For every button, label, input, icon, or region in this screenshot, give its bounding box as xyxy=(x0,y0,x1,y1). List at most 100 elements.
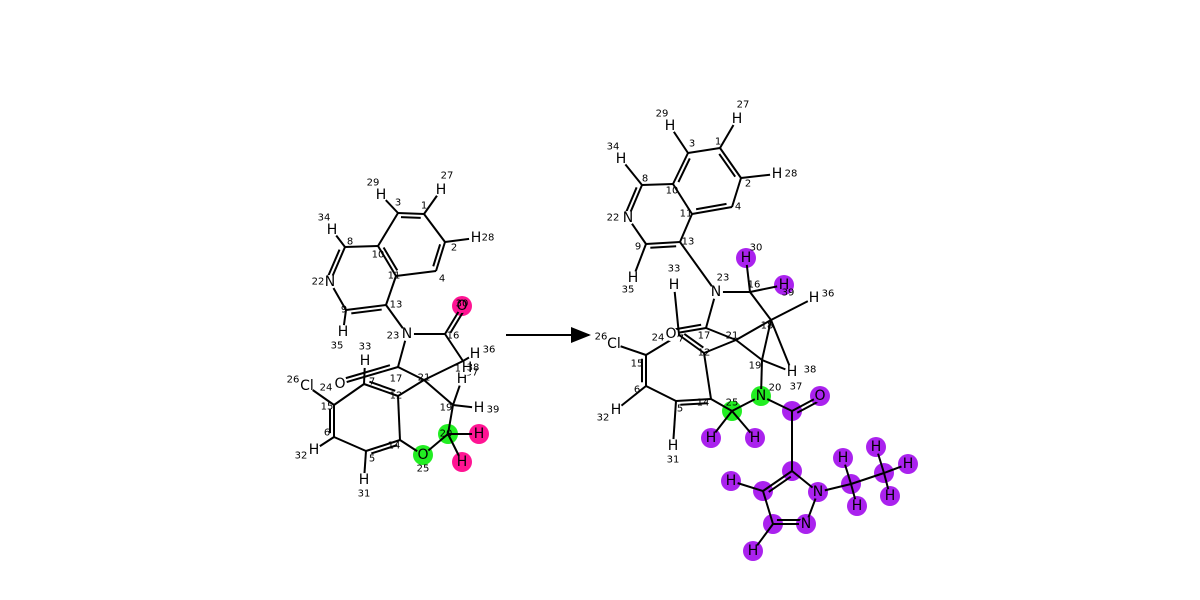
product-bond-22 xyxy=(678,333,705,354)
product-label-bg-r38 xyxy=(785,365,799,379)
reactant-label-bg-l37 xyxy=(455,372,469,386)
product-label-bg-r29 xyxy=(663,119,677,133)
reactant-atom-l32: H xyxy=(309,442,320,458)
reactant-label-bg-l34 xyxy=(325,223,339,237)
reactant-bond-6 xyxy=(397,212,425,219)
reactant-atom-index-l28: 28 xyxy=(482,233,495,244)
product-atom-index-r15: 15 xyxy=(631,359,644,370)
reactant-bond-2 xyxy=(432,241,446,272)
reactant-label-bg-l38 xyxy=(460,361,474,375)
reactant-atom-l34: H xyxy=(327,222,338,238)
product-atom-rhd: H xyxy=(748,543,759,559)
product-bond-21 xyxy=(703,339,737,354)
product-label-bg-r32 xyxy=(609,403,623,417)
product-atom-index-r36: 36 xyxy=(822,289,835,300)
product-atom-index-r31: 31 xyxy=(667,455,680,466)
reactant-atom-index-l20: 20 xyxy=(440,429,453,440)
reactant-atom-index-l22: 22 xyxy=(312,277,325,288)
product-atom-index-r38: 38 xyxy=(804,365,817,376)
reactant-atom-l26: Cl xyxy=(300,378,314,394)
product-atom-rhe2: H xyxy=(852,498,863,514)
product-atom-rnb: N xyxy=(801,516,811,532)
reactant-atom-index-l32: 32 xyxy=(295,451,308,462)
product-atom-index-r19: 19 xyxy=(749,361,762,372)
reactant-atom-index-l16: 16 xyxy=(447,331,460,342)
reactant-label-bg-l32 xyxy=(307,443,321,457)
product-label-bg-rh25b xyxy=(748,431,762,445)
product-atom-rhc: H xyxy=(726,473,737,489)
product-atom-rna: N xyxy=(813,484,823,500)
product-atom-index-r30: 30 xyxy=(750,243,763,254)
product-bond-7 xyxy=(641,183,674,186)
reactant-label-bg-l33 xyxy=(358,354,372,368)
product-atom-index-r8: 8 xyxy=(642,174,648,185)
reactant-atom-index-l37: 37 xyxy=(466,368,479,379)
product-atom-roa: O xyxy=(814,388,825,404)
reactant-atom-l27: H xyxy=(436,182,447,198)
product-atom-index-r32: 32 xyxy=(597,413,610,424)
reactant-bond-22 xyxy=(333,383,365,406)
product-atom-r24: O xyxy=(665,326,676,342)
product-label-bg-r33 xyxy=(667,278,681,292)
product-atom-index-r33: 33 xyxy=(668,264,681,275)
reactant-bond-4 xyxy=(377,245,399,277)
product-label-bg-r24 xyxy=(664,327,678,341)
product-label-bg-r23 xyxy=(709,285,723,299)
reactant-atom-l37: H xyxy=(457,371,468,387)
product-label-bg-r20 xyxy=(754,389,768,403)
reactant-atom-lha: H xyxy=(474,426,485,442)
reactant-atom-index-l19: 19 xyxy=(440,403,453,414)
reactant-label-bg-l27 xyxy=(434,183,448,197)
product-bond-60 xyxy=(850,472,885,485)
reactant-bond-19 xyxy=(339,364,399,385)
product-atom-index-r1: 1 xyxy=(715,137,721,148)
product-atom-index-r3: 3 xyxy=(689,139,695,150)
product-atom-index-r10: 10 xyxy=(666,186,679,197)
product-atom-r27: H xyxy=(732,111,743,127)
product-label-bg-r27 xyxy=(730,112,744,126)
product-label-bg-r30 xyxy=(739,251,753,265)
reactant-atom-index-l15: 15 xyxy=(321,402,334,413)
reactant-atom-index-l9: 9 xyxy=(341,305,347,316)
product-atom-index-r7: 7 xyxy=(678,334,684,345)
reactant-bond-1 xyxy=(423,213,446,243)
reactant-atom-index-l8: 8 xyxy=(347,237,353,248)
product-bond-10 xyxy=(645,241,681,249)
product-label-bg-rhe1 xyxy=(836,451,850,465)
product-atom-index-r16: 16 xyxy=(748,280,761,291)
reactant-atom-l33: H xyxy=(360,353,371,369)
product-atom-r33: H xyxy=(669,277,680,293)
product-atom-index-r13: 13 xyxy=(682,237,695,248)
product-atom-index-r17: 17 xyxy=(698,331,711,342)
product-atom-r23: N xyxy=(711,284,721,300)
reactant-atom-index-l4: 4 xyxy=(439,274,445,285)
reactant-atom-index-l39: 39 xyxy=(487,405,500,416)
reactant-atom-index-l23: 23 xyxy=(387,331,400,342)
product-atom-index-r24: 24 xyxy=(652,333,665,344)
reactant-label-bg-l25 xyxy=(416,448,430,462)
product-atom-r29: H xyxy=(665,118,676,134)
reactant-atom-l28: H xyxy=(471,230,482,246)
product-atom-index-r18: 18 xyxy=(761,321,774,332)
reactant-label-bg-l23 xyxy=(400,327,414,341)
reactant-bond-30 xyxy=(423,379,454,406)
reactant-atom-index-l35: 35 xyxy=(331,341,344,352)
product-bond-17 xyxy=(749,291,772,321)
reactant-atom-index-l10: 10 xyxy=(372,250,385,261)
product-bond-24 xyxy=(641,355,647,386)
product-bond-20 xyxy=(735,339,763,361)
product-label-bg-r26 xyxy=(607,337,621,351)
reactant-label-bg-l31 xyxy=(357,473,371,487)
reactant-label-bg-lhb xyxy=(455,455,469,469)
reactant-bond-23 xyxy=(329,405,335,437)
product-label-bg-r35 xyxy=(626,271,640,285)
product-bond-4 xyxy=(672,183,693,215)
product-atom-index-r37: 37 xyxy=(790,382,803,393)
reactant-atom-index-l12: 12 xyxy=(390,391,403,402)
reactant-atom-index-l5: 5 xyxy=(369,454,375,465)
product-bond-16 xyxy=(705,327,737,341)
reactant-atom-index-l36: 36 xyxy=(483,345,496,356)
reactant-label-bg-l29 xyxy=(374,188,388,202)
product-bond-1 xyxy=(718,147,742,179)
reactant-atom-index-l13: 13 xyxy=(390,300,403,311)
